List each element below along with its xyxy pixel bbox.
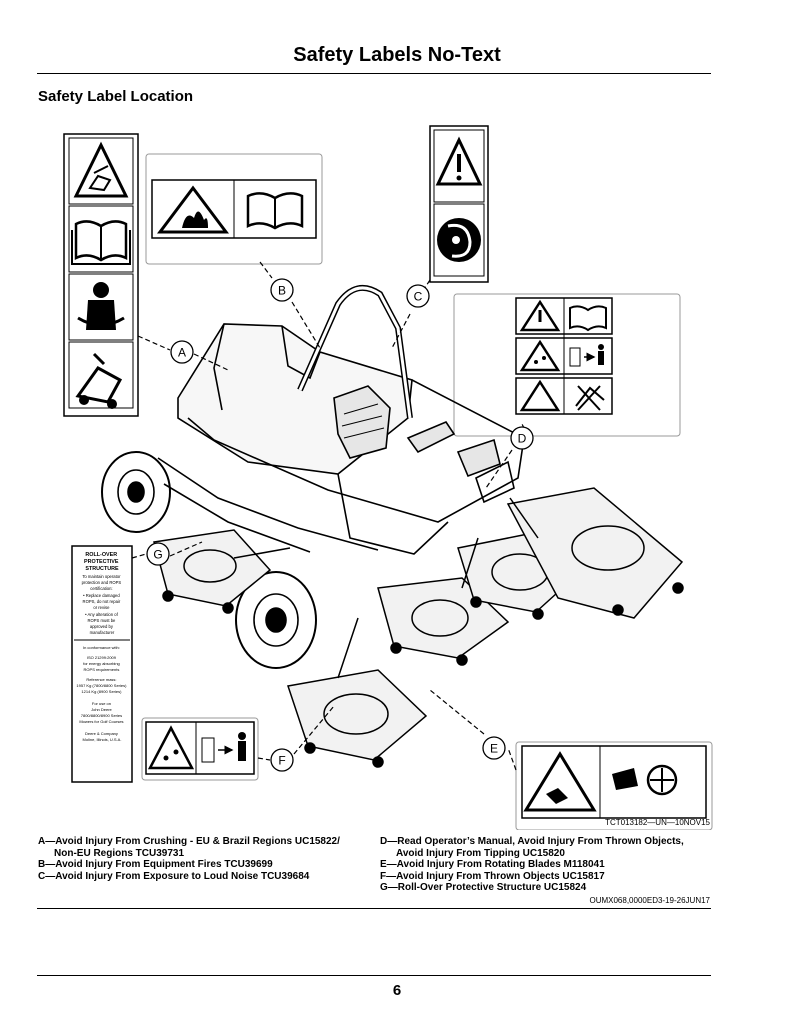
rops-title: ROLL-OVER PROTECTIVE STRUCTURE bbox=[84, 552, 120, 572]
mower-body bbox=[101, 284, 525, 669]
caption-a-continued: Non-EU Regions TCU39731 bbox=[54, 847, 185, 859]
seatbelt-operator-icon bbox=[77, 282, 125, 330]
section-title: Safety Label Location bbox=[38, 88, 194, 105]
caption-d: D—Read Operator’s Manual, Avoid Injury F… bbox=[380, 836, 684, 847]
label-g-panel: ROLL-OVER PROTECTIVE STRUCTURE To mainta… bbox=[71, 545, 133, 783]
svg-text:G: G bbox=[153, 548, 162, 562]
caption-d-continued: Avoid Injury From Tipping UC15820 bbox=[396, 847, 565, 859]
deck-left-front bbox=[153, 529, 272, 614]
mower-box-icon bbox=[201, 737, 215, 763]
label-f-panel bbox=[141, 717, 259, 781]
tipping-warning-icon bbox=[519, 379, 561, 412]
thrown-objects-icon bbox=[519, 339, 561, 372]
rotating-blades-icon bbox=[523, 751, 597, 812]
captions-right-column: D—Read Operator’s Manual, Avoid Injury F… bbox=[380, 836, 720, 894]
no-slope-icon bbox=[577, 385, 601, 411]
svg-text:D: D bbox=[518, 432, 527, 446]
label-d-panel bbox=[453, 293, 681, 437]
callout-g: G bbox=[146, 542, 170, 566]
hearing-protection-icon bbox=[437, 218, 481, 262]
callouts: A B C D E F G bbox=[146, 278, 534, 772]
svg-text:F: F bbox=[278, 754, 285, 768]
caption-c: C—Avoid Injury From Exposure to Loud Noi… bbox=[38, 870, 310, 882]
page-number: 6 bbox=[392, 982, 402, 999]
cutting-decks bbox=[153, 487, 684, 768]
svg-text:A: A bbox=[178, 346, 186, 360]
rops-body: To maintain operator protection and ROPS… bbox=[82, 574, 123, 635]
hand-blade-icon bbox=[612, 764, 678, 796]
mower-box-icon bbox=[569, 347, 581, 367]
deck-center-rear bbox=[287, 669, 428, 768]
callout-d: D bbox=[510, 426, 534, 450]
fire-warning-icon bbox=[157, 185, 229, 234]
callout-a: A bbox=[170, 340, 194, 364]
callout-c: C bbox=[406, 284, 430, 308]
label-a-panel bbox=[63, 133, 139, 417]
caption-a: A—Avoid Injury From Crushing - EU & Braz… bbox=[38, 836, 340, 847]
warning-triangle-icon bbox=[519, 299, 561, 332]
bystander-icon bbox=[238, 732, 246, 740]
safety-label-figure: ROLL-OVER PROTECTIVE STRUCTURE To mainta… bbox=[38, 118, 718, 831]
manual-book-icon bbox=[71, 220, 131, 265]
manual-book-icon bbox=[569, 305, 607, 332]
caption-b: B—Avoid Injury From Equipment Fires TCU3… bbox=[38, 859, 273, 870]
manual-book-icon bbox=[246, 192, 304, 230]
svg-text:B: B bbox=[278, 284, 286, 298]
section-end-rule bbox=[37, 908, 711, 909]
callout-b: B bbox=[270, 278, 294, 302]
caption-e: E—Avoid Injury From Rotating Blades M118… bbox=[380, 859, 605, 870]
tipping-mower-icon bbox=[75, 352, 123, 409]
footer-rule bbox=[37, 975, 711, 976]
document-reference: OUMX068,0000ED3-19-26JUN17 bbox=[589, 896, 710, 905]
deck-right-far bbox=[506, 487, 684, 619]
warning-triangle-icon bbox=[435, 136, 483, 186]
captions-left-column: A—Avoid Injury From Crushing - EU & Braz… bbox=[38, 836, 368, 882]
caption-g: G—Roll-Over Protective Structure UC15824 bbox=[380, 882, 587, 893]
header-rule bbox=[37, 73, 711, 74]
mower-illustration: ROLL-OVER PROTECTIVE STRUCTURE To mainta… bbox=[63, 125, 713, 831]
caption-f: F—Avoid Injury From Thrown Objects UC158… bbox=[380, 870, 605, 882]
svg-text:C: C bbox=[414, 290, 423, 304]
page-title: Safety Labels No-Text bbox=[293, 44, 501, 66]
thrown-objects-icon bbox=[147, 725, 195, 770]
crush-warning-icon bbox=[73, 141, 129, 198]
callout-e: E bbox=[482, 736, 506, 760]
svg-text:E: E bbox=[490, 742, 498, 756]
label-c-panel bbox=[429, 125, 489, 283]
figure-reference: TCT013182—UN—10NOV15 bbox=[605, 818, 710, 827]
bystander-icon bbox=[598, 344, 604, 350]
callout-f: F bbox=[270, 748, 294, 772]
label-e-panel bbox=[515, 741, 713, 831]
rops-conformance: In conformance with: ISO 21299:2009 for … bbox=[76, 645, 127, 742]
label-b-panel bbox=[145, 153, 323, 265]
